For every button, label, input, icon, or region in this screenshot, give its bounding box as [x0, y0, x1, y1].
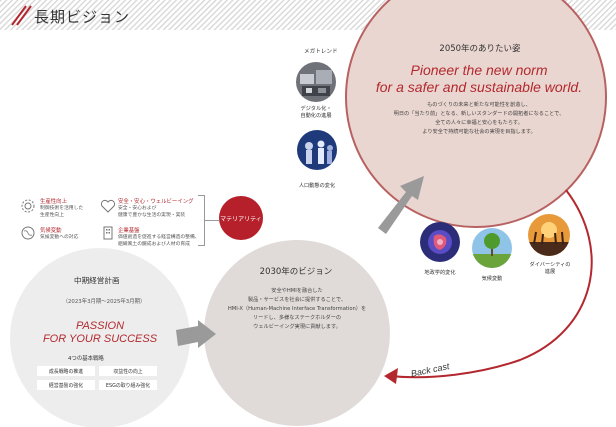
materiality-item-sub-line: 組織風土の醸成および人材の育成: [118, 242, 190, 247]
materiality-badge: マテリアリティ: [219, 196, 263, 240]
materiality-item-sub-line: 価値創造を促進する経営構造の整備、: [118, 235, 200, 240]
materiality-item-title: 企業基盤: [118, 228, 140, 234]
strategy-box: ESGの取り組み強化: [99, 380, 157, 390]
vision-2050-description-line: より安全で持続可能な社会の実現を目指します。: [422, 129, 536, 135]
backcast-curve: [389, 189, 593, 379]
vision-2030-description-line: ウェルビーイング実現に貢献します。: [253, 324, 341, 330]
vision-2030-title: 2030年のビジョン: [259, 267, 333, 277]
digitalization-photo: [296, 62, 336, 102]
megatrend-label: デジタル化・ 自動化の進展: [290, 106, 342, 120]
arrow-2030-to-2050: [378, 176, 424, 234]
materiality-item-sub-line: 健康で豊かな生活の実現・実装: [118, 213, 186, 218]
vision-2030-circle: [204, 240, 390, 426]
strategy-box: 収益性の向上: [99, 366, 157, 376]
arrow-midterm-to-2030: [176, 320, 216, 348]
materiality-item-sub: 価値創造を促進する経営構造の整備、 組織風土の醸成および人材の育成: [118, 234, 200, 248]
megatrends-label: メガトレンド: [304, 49, 338, 55]
globe-icon: [21, 226, 35, 240]
megatrend-label-line: デジタル化・: [300, 106, 332, 112]
materiality-connector: [205, 220, 219, 221]
materiality-item-sub: 安全・安心および 健康で豊かな生活の実現・実装: [118, 205, 185, 219]
vision-2050-title: 2050年のありたい姿: [439, 44, 521, 54]
demographics-photo: [297, 130, 337, 170]
page-title: 長期ビジョン: [34, 8, 131, 26]
strategy-box: 成長戦略の推進: [37, 366, 95, 376]
strategies-heading: 4つの基本戦略: [68, 356, 104, 362]
megatrend-label-line: ダイバーシティの: [529, 262, 571, 268]
midterm-plan-slogan: PASSION FOR YOUR SUCCESS: [40, 320, 160, 346]
megatrend-label: 地政学的変化: [414, 270, 466, 277]
megatrend-label: ダイバーシティの 進展: [520, 262, 580, 276]
vision-2050-message-line: Pioneer the new norm: [410, 62, 548, 78]
materiality-bracket: [198, 195, 205, 246]
vision-2050-description: ものづくりの未来と新たな可能性を創造し、 明日の「当たり前」となる、新しいスタン…: [372, 101, 586, 137]
materiality-item-sub: 制御技術を活用した 生産性向上: [40, 205, 83, 219]
materiality-item-sub-line: 安全・安心および: [118, 206, 157, 211]
midterm-plan-title: 中期経営計画: [74, 276, 120, 285]
vision-2030-description-line: 安全やHMIを融合した: [271, 288, 323, 294]
geopolitics-photo: [420, 222, 460, 262]
diversity-photo: [528, 214, 570, 256]
megatrend-label-line: 人口動態の変化: [298, 183, 336, 189]
midterm-plan-circle: [10, 248, 190, 427]
materiality-item-title: 安全・安心・ウェルビーイング: [118, 199, 194, 205]
vision-2030-description-line: リードし、多様なステークホルダーの: [252, 315, 342, 321]
megatrend-label-line: 自動化の進展: [300, 113, 332, 119]
strategy-box: 経営基盤の強化: [37, 380, 95, 390]
vision-2050-description-line: ものづくりの未来と新たな可能性を創造し、: [427, 102, 531, 108]
vision-2050-description-line: 全ての人々に幸福と安心をもたらす。: [435, 120, 523, 126]
vision-2050-message-line: for a safer and sustainable world.: [375, 79, 583, 95]
gear-icon: [21, 199, 35, 213]
materiality-item-title: 生産性向上: [40, 199, 67, 205]
materiality-item-sub-line: 生産性向上: [40, 213, 64, 218]
megatrend-label: 人口動態の変化: [287, 183, 347, 190]
vision-2050-description-line: 明日の「当たり前」となる、新しいスタンダードの開拓者になることで、: [393, 111, 565, 117]
climate-change-photo: [472, 228, 512, 268]
midterm-plan-period: （2023年3月期〜2025年3月期）: [62, 299, 146, 305]
vision-2030-description-line: 製品・サービスを社会に提供することで、: [247, 297, 347, 303]
vision-2050-message: Pioneer the new norm for a safer and sus…: [374, 62, 584, 96]
materiality-item-sub: 気候変動への対応: [40, 234, 78, 241]
backcast-arrowhead: [384, 368, 398, 384]
materiality-item-sub-line: 気候変動への対応: [40, 235, 79, 240]
vision-2030-description-line: HMI-X（Human-Machine Interface Transforma…: [227, 306, 367, 312]
materiality-item-title: 気候変動: [40, 228, 62, 234]
heart-icon: [100, 199, 116, 213]
building-icon: [103, 226, 113, 240]
megatrend-label-line: 地政学的変化: [424, 270, 456, 276]
materiality-item-sub-line: 制御技術を活用した: [40, 206, 84, 211]
megatrend-label-line: 気候変動: [481, 276, 503, 282]
midterm-plan-slogan-line: FOR YOUR SUCCESS: [42, 333, 158, 345]
midterm-plan-slogan-line: PASSION: [75, 320, 125, 332]
megatrend-label-line: 進展: [544, 269, 556, 275]
vision-2030-description: 安全やHMIを融合した 製品・サービスを社会に提供することで、 HMI-X（Hu…: [218, 287, 376, 332]
megatrend-label: 気候変動: [468, 276, 516, 283]
vision-2050-circle: [345, 0, 607, 228]
